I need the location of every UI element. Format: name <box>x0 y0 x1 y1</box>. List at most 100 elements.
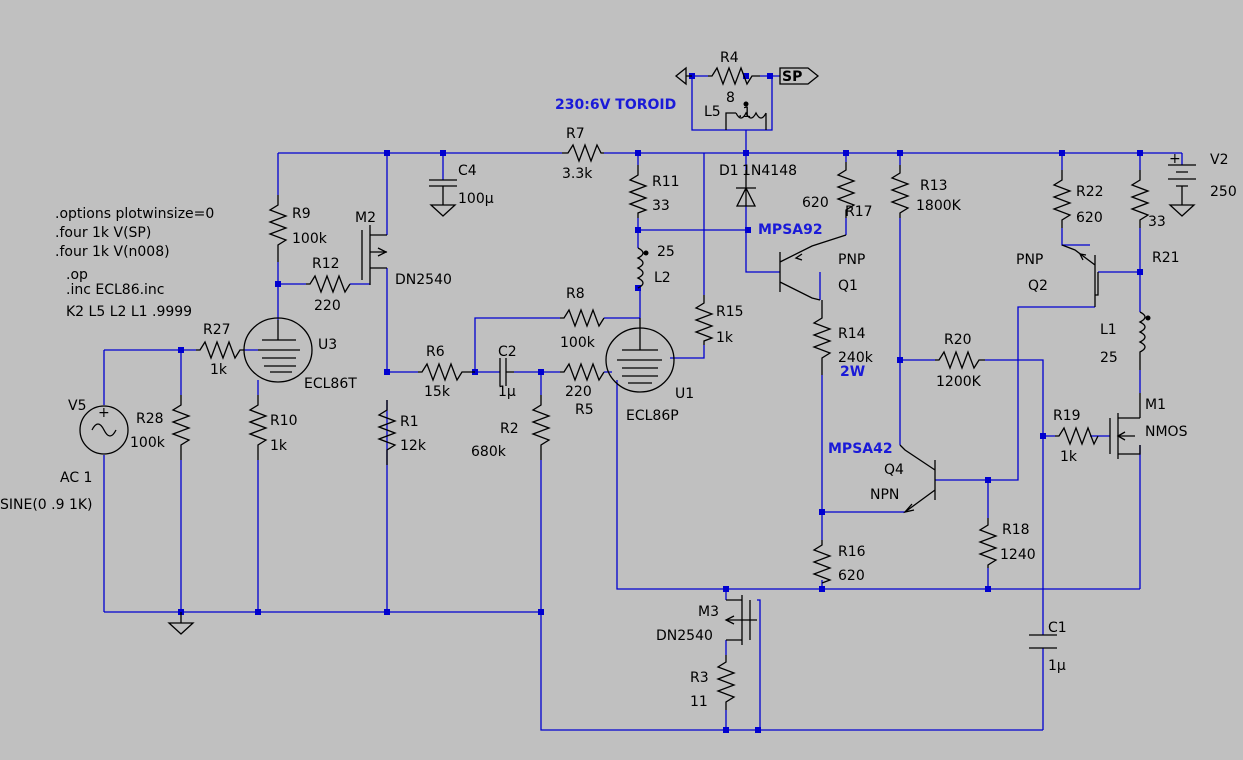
ground-symbol <box>429 204 457 217</box>
component-label: R15 <box>716 304 744 320</box>
directive: K2 L5 L2 L1 .9999 <box>66 304 192 320</box>
component-label: ECL86T <box>304 376 357 392</box>
inductor-l2 <box>636 247 644 289</box>
capacitor-c2 <box>499 358 514 386</box>
tubes <box>243 317 675 393</box>
component-label: 1µ <box>1048 658 1066 674</box>
inductor-l5 <box>725 111 767 130</box>
component-label: 240k <box>838 350 874 366</box>
component-label: 100k <box>292 231 328 247</box>
component-label: 250 <box>1210 184 1237 200</box>
mosfet-m1 <box>1109 393 1141 459</box>
component-label: C1 <box>1048 620 1067 636</box>
component-label: C2 <box>498 344 517 360</box>
component-label: 1800K <box>916 198 962 214</box>
component-label: R18 <box>1002 522 1030 538</box>
ground-symbol <box>674 66 692 86</box>
component-label: 1N4148 <box>742 163 797 179</box>
directive: .four 1k V(SP) <box>55 225 151 241</box>
component-label: R13 <box>920 178 948 194</box>
component-label: M2 <box>355 210 376 226</box>
note-mpsa92: MPSA92 <box>758 222 823 238</box>
component-label: 1240 <box>1000 547 1036 563</box>
resistor-r19 <box>1055 426 1099 446</box>
component-label: 1k <box>716 330 734 346</box>
resistor-r3 <box>716 655 736 710</box>
component-label: R17 <box>845 204 873 220</box>
transistor-q2 <box>1061 244 1099 307</box>
component-label: NMOS <box>1145 424 1188 440</box>
resistor-r9 <box>268 195 288 262</box>
component-label: D1 <box>719 163 739 179</box>
component-label: Q4 <box>884 462 904 478</box>
transistor-q1 <box>779 234 847 301</box>
note-toroid: 230:6V TOROID <box>555 97 676 113</box>
note-mpsa42: MPSA42 <box>828 441 893 457</box>
resistor-r14 <box>812 300 832 375</box>
svg-text:+: + <box>1169 151 1181 167</box>
component-label: DN2540 <box>656 628 713 644</box>
inductors <box>636 101 1151 370</box>
ground-symbol <box>1168 204 1196 217</box>
component-label: L2 <box>654 270 671 286</box>
component-label: L1 <box>1100 322 1117 338</box>
resistor-r15 <box>694 295 714 345</box>
diode-d1 <box>735 170 757 207</box>
directive: .options plotwinsize=0 <box>55 206 214 222</box>
resistor-r5 <box>560 362 605 382</box>
component-label: R9 <box>292 206 311 222</box>
component-label: 100k <box>130 435 166 451</box>
resistor-r22 <box>1052 170 1072 228</box>
component-label: 100µ <box>458 191 494 207</box>
component-label: 11 <box>690 694 708 710</box>
ground-symbol <box>167 612 195 635</box>
component-label: 25 <box>1100 350 1118 366</box>
tube-u3 <box>243 317 313 383</box>
component-label: R21 <box>1152 250 1180 266</box>
component-label: 620 <box>802 195 829 211</box>
resistor-r6 <box>418 362 475 382</box>
battery-v2: + <box>1168 151 1196 205</box>
directive: .inc ECL86.inc <box>66 282 165 298</box>
component-label: 220 <box>314 298 341 314</box>
component-label: 15k <box>424 384 451 400</box>
resistor-r4 <box>708 66 760 86</box>
capacitor-c4 <box>429 179 457 205</box>
component-label: 12k <box>400 438 427 454</box>
component-label: R4 <box>720 50 739 66</box>
component-label: 1k <box>1060 449 1078 465</box>
component-label: 25 <box>657 244 675 260</box>
component-label: R3 <box>690 670 709 686</box>
component-label: V2 <box>1210 152 1228 168</box>
component-label: R14 <box>838 326 866 342</box>
component-label: R7 <box>566 126 585 142</box>
source-v5 <box>79 405 129 455</box>
component-label: NPN <box>870 487 899 503</box>
capacitors <box>429 179 1057 649</box>
resistor-r13 <box>890 165 910 218</box>
component-label: 1k <box>210 362 228 378</box>
component-label: 33 <box>1148 214 1166 230</box>
resistor-r10 <box>248 395 268 460</box>
resistor-r1 <box>377 400 397 465</box>
resistor-r21 <box>1130 170 1150 228</box>
component-label: 1µ <box>498 384 516 400</box>
component-label: Q1 <box>838 278 858 294</box>
component-label: 220 <box>565 384 592 400</box>
component-label: U3 <box>318 337 337 353</box>
component-label: ECL86P <box>626 408 679 424</box>
component-label: AC 1 <box>60 470 92 486</box>
grounds <box>167 66 1196 635</box>
component-label: R16 <box>838 544 866 560</box>
mosfet-m2 <box>361 225 387 285</box>
net-label-sp: SP <box>782 69 802 85</box>
component-label: R27 <box>203 322 231 338</box>
resistor-r11 <box>628 165 648 218</box>
resistor-r28 <box>171 395 191 460</box>
component-label: DN2540 <box>395 272 452 288</box>
component-label: M3 <box>698 604 719 620</box>
component-label: M1 <box>1145 397 1166 413</box>
component-label: R19 <box>1053 408 1081 424</box>
component-label: R28 <box>136 411 164 427</box>
